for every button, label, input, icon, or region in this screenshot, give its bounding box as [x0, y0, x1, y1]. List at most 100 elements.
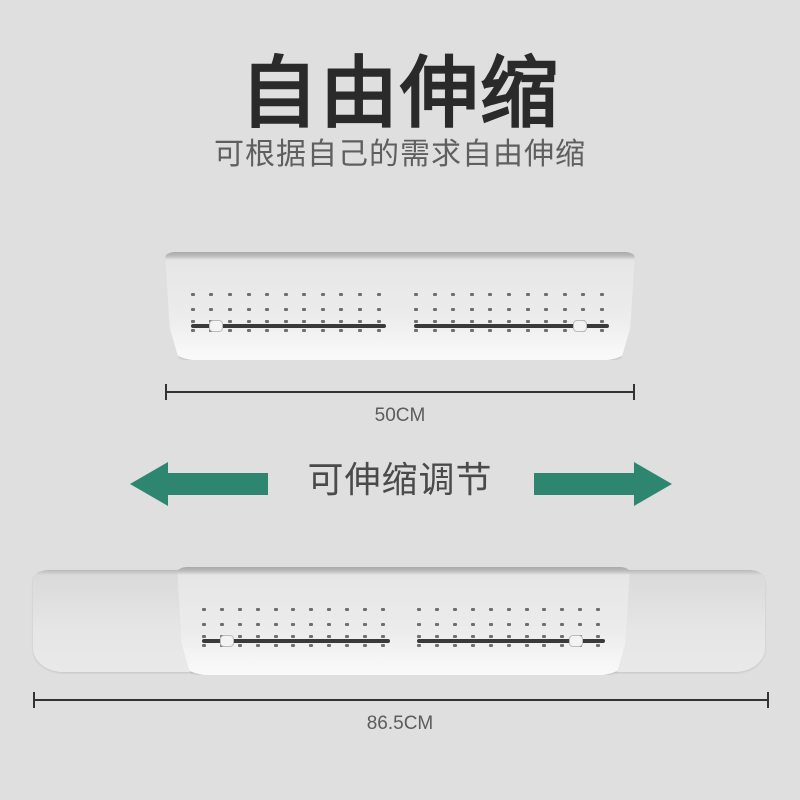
vent-hole: [488, 623, 493, 627]
vent-hole: [376, 329, 381, 333]
vent-hole: [470, 623, 475, 627]
vent-hole: [414, 293, 419, 297]
vent-hole: [452, 634, 457, 638]
vent-hole: [219, 608, 224, 612]
vent-hole: [578, 608, 583, 612]
vent-hole: [201, 608, 206, 612]
vent-hole: [339, 319, 344, 323]
adjust-label: 可伸缩调节: [307, 460, 493, 501]
vent-hole: [506, 623, 511, 627]
vent-hole: [345, 623, 350, 627]
vent-hole: [339, 329, 344, 333]
vent-hole: [488, 319, 493, 323]
vent-hole: [470, 634, 475, 638]
vent-hole: [506, 644, 511, 648]
vent-hole: [265, 293, 270, 297]
vent-hole: [376, 308, 381, 312]
vent-hole: [452, 623, 457, 627]
vent-hole: [562, 308, 567, 312]
slide-slot: [417, 639, 606, 643]
vent-hole: [469, 293, 474, 297]
vent-hole: [246, 319, 251, 323]
vent-hole: [339, 308, 344, 312]
vent-hole: [345, 608, 350, 612]
vent-hole: [327, 623, 332, 627]
vent-hole: [581, 293, 586, 297]
slide-knob: [569, 635, 584, 647]
measure-line-extended: [33, 692, 769, 708]
vent-hole: [302, 308, 307, 312]
vent-hole: [246, 308, 251, 312]
vent-hole: [376, 319, 381, 323]
vent-hole: [291, 634, 296, 638]
vent-hole: [451, 329, 456, 333]
vent-hole: [506, 293, 511, 297]
vent-hole: [469, 329, 474, 333]
vent-hole: [432, 293, 437, 297]
vent-hole: [524, 608, 529, 612]
vent-hole: [544, 308, 549, 312]
vent-hole: [190, 308, 195, 312]
vent-hole: [376, 293, 381, 297]
slide-knob: [573, 320, 588, 332]
vent-hole: [255, 644, 260, 648]
vent-hole: [358, 308, 363, 312]
vent-hole: [358, 293, 363, 297]
extension-left: [33, 570, 193, 672]
vent-hole: [246, 293, 251, 297]
vent-hole: [525, 308, 530, 312]
vent-hole: [283, 319, 288, 323]
vent-hole: [246, 329, 251, 333]
vent-hole: [451, 293, 456, 297]
vent-hole: [524, 644, 529, 648]
measure-label-retracted: 50CM: [374, 405, 426, 426]
vent-hole: [470, 644, 475, 648]
vent-hole: [562, 293, 567, 297]
slide-slot: [201, 639, 390, 643]
vent-hole: [544, 293, 549, 297]
vent-hole: [506, 319, 511, 323]
vent-hole: [380, 608, 385, 612]
vent-hole: [525, 319, 530, 323]
vent-hole: [488, 644, 493, 648]
vent-hole: [345, 634, 350, 638]
vent-hole: [190, 293, 195, 297]
vent-hole: [309, 623, 314, 627]
vent-hole: [488, 329, 493, 333]
vent-hole: [488, 308, 493, 312]
vent-hole: [265, 319, 270, 323]
vent-hole: [506, 608, 511, 612]
vent-hole: [451, 308, 456, 312]
vent-hole: [320, 308, 325, 312]
vent-hole: [560, 623, 565, 627]
vent-hole: [273, 644, 278, 648]
vent-hole: [209, 293, 214, 297]
vent-hole: [228, 308, 232, 312]
vent-hole: [542, 644, 547, 648]
vent-hole: [255, 608, 260, 612]
vent-hole: [562, 319, 567, 323]
vent-hole: [524, 623, 529, 627]
vent-hole: [309, 608, 314, 612]
vent-hole: [255, 634, 260, 638]
vent-hole: [434, 608, 439, 612]
vent-hole: [345, 644, 350, 648]
vent-hole: [302, 319, 307, 323]
vent-hole: [599, 293, 604, 297]
vent-hole: [417, 644, 422, 648]
vent-hole: [544, 319, 549, 323]
vent-hole: [380, 644, 385, 648]
arrow-right-icon: [534, 462, 672, 506]
vent-hole: [599, 329, 604, 333]
vent-hole: [525, 329, 530, 333]
arrow-left-icon: [130, 462, 268, 506]
vent-hole: [273, 608, 278, 612]
vent-hole: [201, 644, 206, 648]
vent-hole: [363, 623, 368, 627]
vent-hole: [452, 644, 457, 648]
vent-hole: [302, 329, 307, 333]
vent-hole: [560, 644, 565, 648]
vent-hole: [544, 329, 549, 333]
deflector-retracted: [165, 252, 635, 360]
vent-hole: [291, 644, 296, 648]
